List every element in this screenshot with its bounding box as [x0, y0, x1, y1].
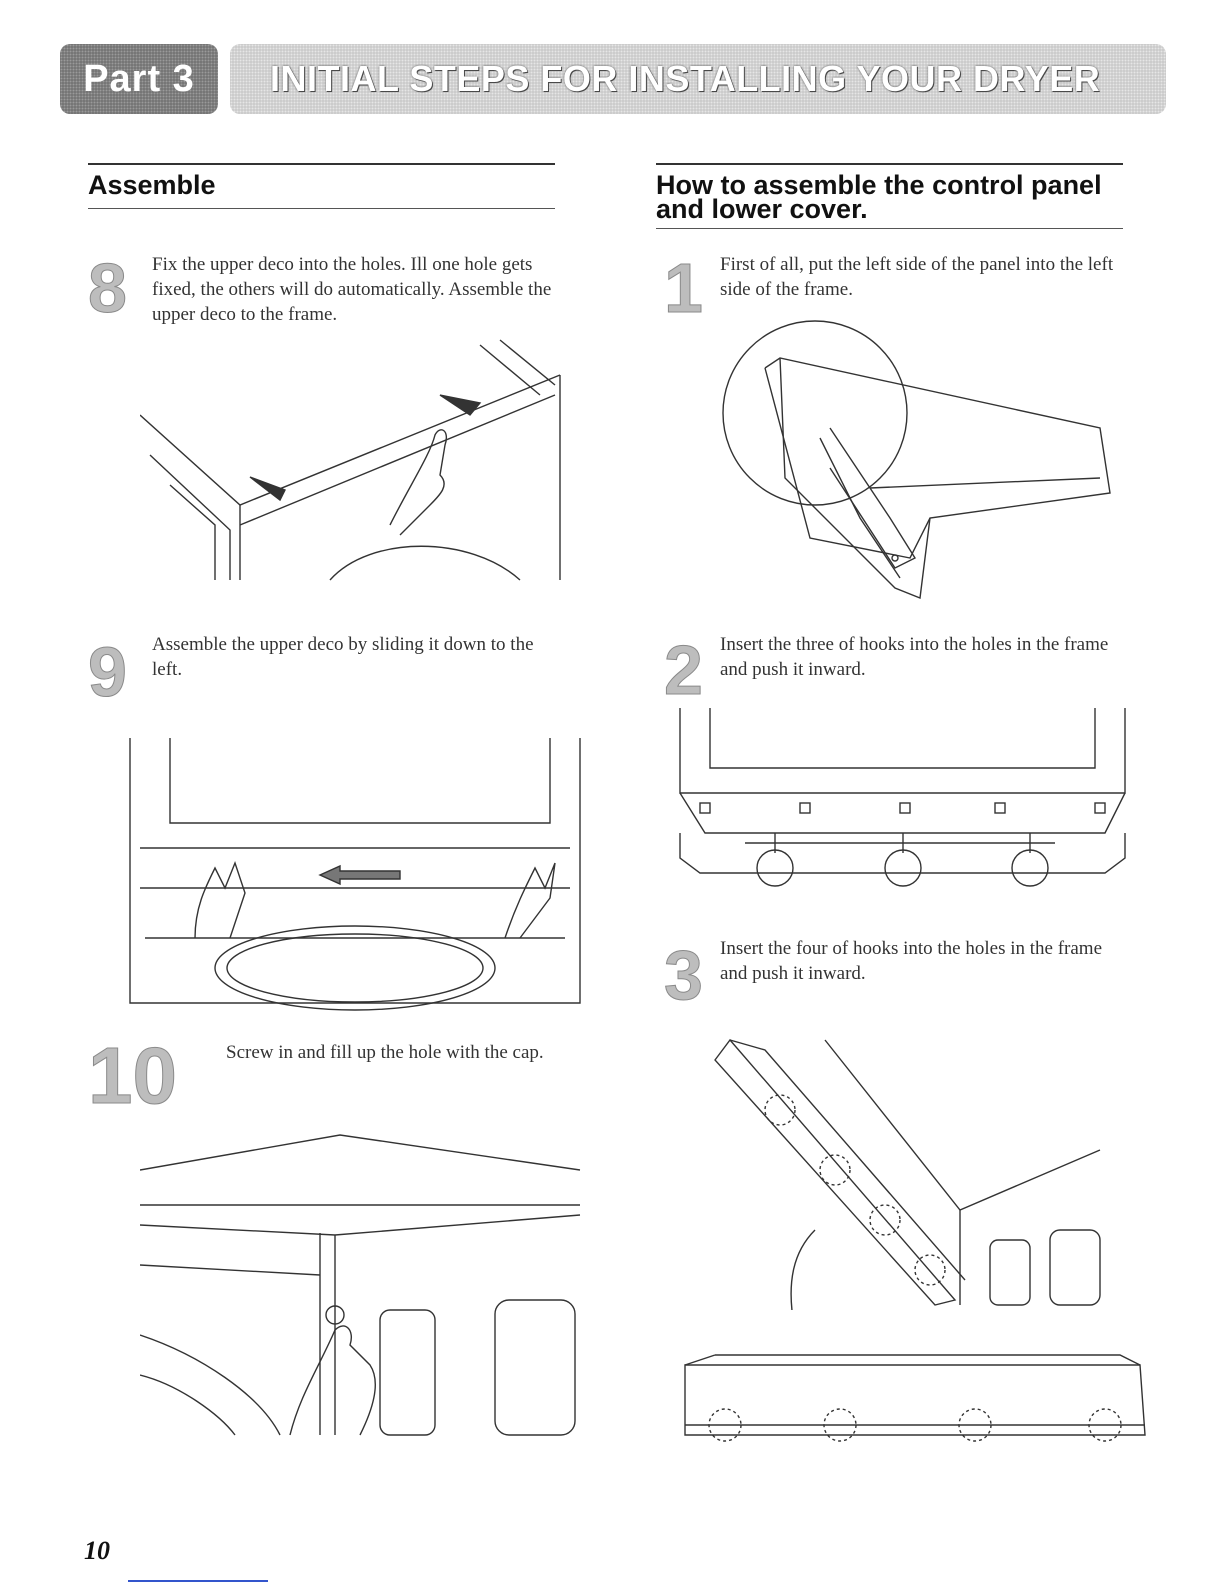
step-number-10: 10 [88, 1031, 178, 1121]
figure-step-9-slide-deco-left [129, 738, 581, 1011]
page-banner-title: INITIAL STEPS FOR INSTALLING YOUR DRYER [230, 44, 1166, 114]
figure-right-step-2-three-hooks [679, 708, 1126, 887]
figure-step-8-fix-upper-deco [140, 339, 561, 581]
step-text-2: Insert the three of hooks into the holes… [720, 634, 1109, 680]
step-number-3: 3 [664, 936, 704, 1015]
step-text-3: Insert the four of hooks into the holes … [720, 938, 1103, 984]
step-text-10: Screw in and fill up the hole with the c… [226, 1042, 544, 1063]
step-text-1: First of all, put the left side of the p… [720, 254, 1114, 300]
step-text-8: Fix the upper deco into the holes. Ill o… [152, 254, 552, 325]
figure-step-10-screw-cap [140, 1134, 581, 1436]
page-number: 10 [84, 1536, 110, 1565]
step-number-1: 1 [664, 249, 704, 328]
step-number-8: 8 [88, 249, 128, 328]
part-badge: Part 3 [60, 44, 218, 114]
section-heading-control-panel-line2: and lower cover. [656, 194, 868, 224]
figure-right-step-3-four-hooks [714, 1038, 1101, 1310]
step-text-9: Assemble the upper deco by sliding it do… [152, 634, 534, 680]
figure-right-step-1-panel-left-side [722, 320, 1111, 599]
section-heading-assemble: Assemble [88, 163, 555, 209]
footer-rule [128, 1580, 268, 1582]
step-number-2: 2 [664, 631, 704, 710]
step-number-9: 9 [88, 633, 128, 712]
section-heading-control-panel-line1: How to assemble the control panel [656, 170, 1102, 200]
figure-right-step-3-lower-cover [684, 1354, 1146, 1442]
section-heading-control-panel: How to assemble the control panel and lo… [656, 163, 1123, 229]
section-heading-assemble-text: Assemble [88, 170, 216, 200]
